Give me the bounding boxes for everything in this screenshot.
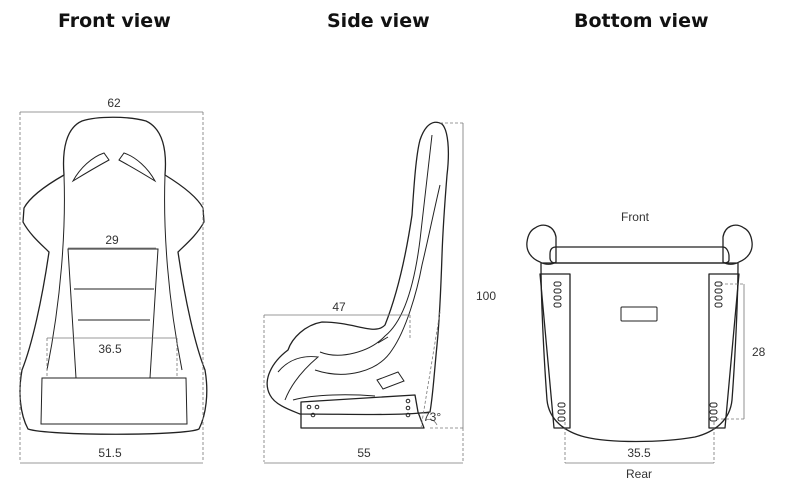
side-dim-47: 47 <box>332 300 346 314</box>
side-view-drawing: 47 100 73° 55 <box>263 121 496 464</box>
side-dim-73-deg: 73° <box>423 410 441 424</box>
front-view-title: Front view <box>58 10 171 32</box>
bottom-dim-28: 28 <box>752 345 766 359</box>
side-view-title: Side view <box>327 10 430 32</box>
front-dim-62: 62 <box>107 96 121 110</box>
front-dim-29: 29 <box>105 233 119 247</box>
side-dim-100: 100 <box>476 289 496 303</box>
bottom-view-drawing: Front 28 35 <box>526 210 766 481</box>
bottom-rear-label: Rear <box>626 467 652 481</box>
bottom-view-title: Bottom view <box>574 10 709 32</box>
side-dim-55: 55 <box>357 446 371 460</box>
bottom-front-label: Front <box>621 210 650 224</box>
front-dim-36-5: 36.5 <box>98 342 122 356</box>
front-dim-51-5: 51.5 <box>98 446 122 460</box>
front-view-drawing: 62 29 36.5 51.5 <box>19 96 208 464</box>
bottom-dim-35-5: 35.5 <box>627 446 651 460</box>
